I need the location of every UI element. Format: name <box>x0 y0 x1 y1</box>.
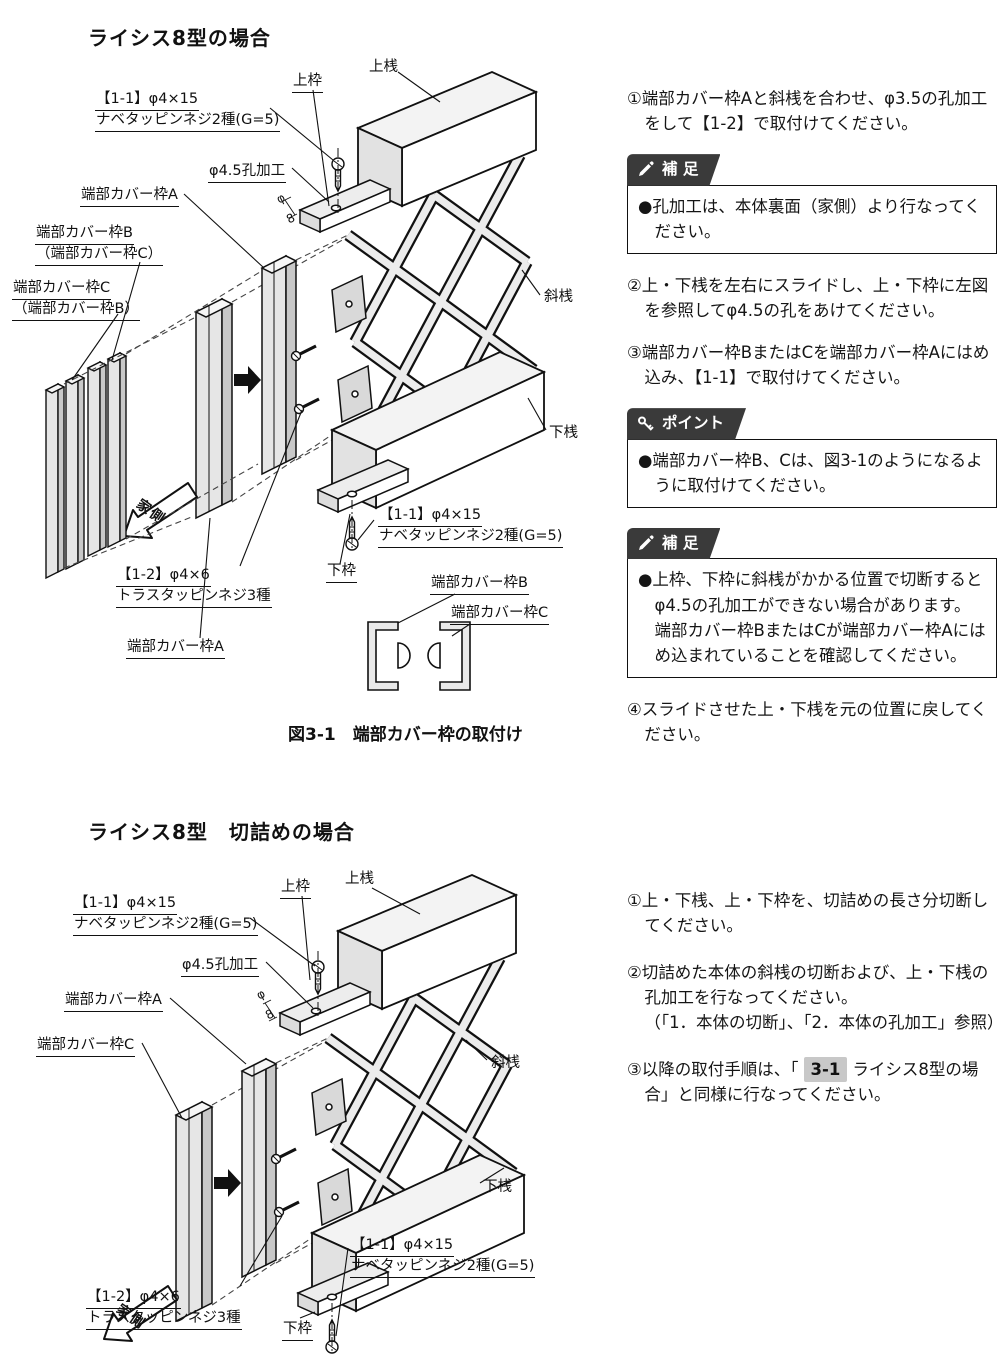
s1-step-3: ③端部カバー枠BまたはCを端部カバー枠Aにはめ込み、【1-1】で取付けてください… <box>627 343 990 388</box>
s1-step-2: ②上・下桟を左右にスライドし、上・下枠に左図を参照してφ4.5の孔をあけてくださ… <box>627 275 989 320</box>
point-title: ポイント <box>662 414 725 433</box>
callout-lines-s2 <box>141 887 505 1337</box>
figure-caption: 図3-1 端部カバー枠の取付け <box>288 725 523 745</box>
cross-section-detail <box>367 621 471 691</box>
note-body-box-2: ●上枠、下枠に斜桟がかかる位置で切断するとφ4.5の孔加工ができない場合がありま… <box>627 558 997 678</box>
label-cover-a-s2: 端部カバー枠A <box>64 991 163 1013</box>
note-body-box: ●孔加工は、本体裏面（家側）より行なってください。 <box>627 184 997 254</box>
label-bottom-frame-s1: 下枠 <box>326 562 357 584</box>
supplement-tab: 補 足 <box>627 154 720 186</box>
pencil-icon <box>637 161 654 178</box>
section1-instructions: ①端部カバー枠Aと斜桟を合わせ、φ3.5の孔加工をして【1-2】で取付けてくださ… <box>627 86 997 764</box>
label-bottom-frame-s2: 下枠 <box>282 1320 313 1342</box>
label-screw-1-2-s1: 【1-2】φ4×6 トラスタッピンネジ3種 <box>116 566 272 609</box>
section2-title: ライシス8型 切詰めの場合 <box>88 820 355 844</box>
label-cover-a-top-s1: 端部カバー枠A <box>80 186 179 208</box>
supplement-tab-2: 補 足 <box>627 528 720 560</box>
alignment-dashes-bc <box>63 271 261 569</box>
point-box: ポイント ●端部カバー枠B、Cは、図3-1のようになるように取付けてください。 <box>627 407 997 508</box>
note-body: ●孔加工は、本体裏面（家側）より行なってください。 <box>638 196 981 241</box>
label-top-frame-s2: 上枠 <box>280 878 311 900</box>
note-body-2: ●上枠、下枠に斜桟がかかる位置で切断するとφ4.5の孔加工ができない場合がありま… <box>638 570 986 665</box>
s2-step-1: ①上・下桟、上・下枠を、切詰めの長さ分切断してください。 <box>627 891 989 936</box>
note-title: 補 足 <box>662 160 699 179</box>
label-top-rail-s2: 上桟 <box>345 871 374 887</box>
section-ref-badge: 3-1 <box>803 1057 848 1083</box>
label-bottom-rail-s2: 下桟 <box>483 1179 512 1195</box>
label-hole-s1: φ4.5孔加工 <box>208 162 287 184</box>
section1-title: ライシス8型の場合 <box>88 26 271 50</box>
s2-step-3-pre: ③以降の取付手順は、「 <box>627 1060 799 1080</box>
label-screw-1-2-s2: 【1-2】φ4×6 トラスタッピンネジ3種 <box>86 1288 242 1331</box>
note-box-2: 補 足 ●上枠、下枠に斜桟がかかる位置で切断するとφ4.5の孔加工ができない場合… <box>627 527 997 678</box>
s1-step-1: ①端部カバー枠Aと斜桟を合わせ、φ3.5の孔加工をして【1-2】で取付けてくださ… <box>627 89 988 134</box>
label-hole-s2: φ4.5孔加工 <box>181 956 260 978</box>
pencil-icon <box>637 535 654 552</box>
section2-diagram <box>0 868 620 1355</box>
label-cover-c-s2: 端部カバー枠C <box>36 1036 136 1058</box>
s2-step-2-ref: （「1．本体の切断」、「2．本体の孔加工」参照） <box>644 1013 1000 1033</box>
cover-frames-bc <box>44 351 128 580</box>
label-cover-b-s1: 端部カバー枠B （端部カバー枠C） <box>35 224 164 267</box>
s2-step-3-post: ライシス8型の場合」と同様に行なってください。 <box>644 1060 979 1105</box>
callout-lines-s1 <box>71 71 547 639</box>
label-cover-c-s1: 端部カバー枠C （端部カバー枠B） <box>12 279 140 322</box>
s1-step-4: ④スライドさせた上・下桟を元の位置に戻してください。 <box>627 699 988 744</box>
note-box-1: 補 足 ●孔加工は、本体裏面（家側）より行なってください。 <box>627 153 997 254</box>
fence-assembly <box>104 875 524 1353</box>
note-title-2: 補 足 <box>662 533 699 552</box>
fence-assembly <box>124 72 544 550</box>
label-section-cover-c-s1: 端部カバー枠C <box>450 604 550 626</box>
label-top-frame-s1: 上枠 <box>292 72 323 94</box>
point-body-box: ●端部カバー枠B、Cは、図3-1のようになるように取付けてください。 <box>627 438 997 508</box>
s2-step-2-text: ②切詰めた本体の斜桟の切断および、上・下桟の孔加工を行なってください。 <box>627 963 989 1008</box>
key-icon <box>637 415 654 432</box>
s2-step-2: ②切詰めた本体の斜桟の切断および、上・下桟の孔加工を行なってください。 （「1．… <box>627 960 1000 1035</box>
label-section-cover-b-s1: 端部カバー枠B <box>430 574 529 596</box>
point-tab: ポイント <box>627 408 746 440</box>
section2-instructions: ①上・下桟、上・下枠を、切詰めの長さ分切断してください。 ②切詰めた本体の斜桟の… <box>627 888 1000 1125</box>
label-bottom-rail-s1: 下桟 <box>549 425 578 441</box>
label-screw-1-1-top-s1: 【1-1】φ4×15 ナベタッピンネジ2種(G=5) <box>95 90 281 133</box>
label-diagonal-rail-s1: 斜桟 <box>544 289 573 305</box>
section1-diagram <box>44 50 620 691</box>
label-top-rail-s1: 上桟 <box>369 59 398 75</box>
label-diagonal-rail-s2: 斜桟 <box>491 1055 520 1071</box>
point-body: ●端部カバー枠B、Cは、図3-1のようになるように取付けてください。 <box>638 450 983 495</box>
label-screw-1-1-bottom-s1: 【1-1】φ4×15 ナベタッピンネジ2種(G=5) <box>378 506 564 549</box>
label-screw-1-1-top-s2: 【1-1】φ4×15 ナベタッピンネジ2種(G=5) <box>73 894 259 937</box>
label-cover-a-bottom-s1: 端部カバー枠A <box>126 638 225 660</box>
label-screw-1-1-bottom-s2: 【1-1】φ4×15 ナベタッピンネジ2種(G=5) <box>350 1236 536 1279</box>
